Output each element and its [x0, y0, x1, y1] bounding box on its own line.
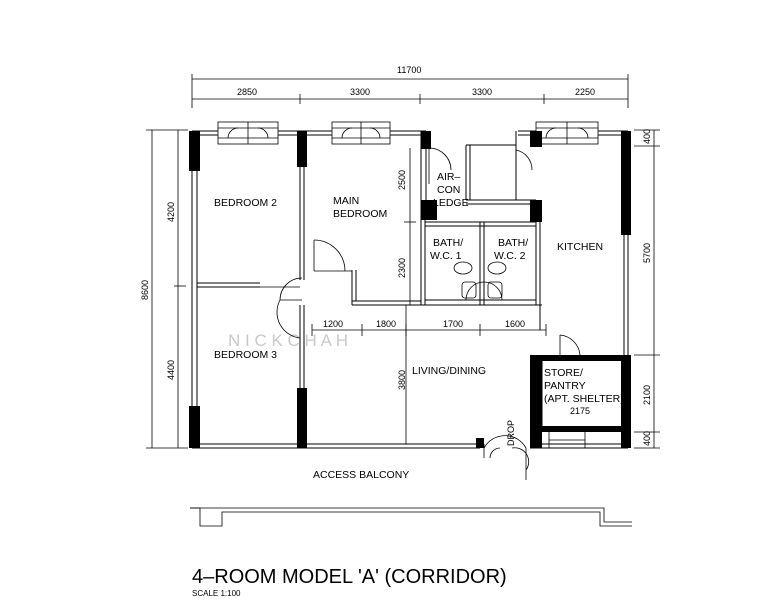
plan-title: 4–ROOM MODEL 'A' (CORRIDOR) [192, 566, 507, 588]
structural-columns [189, 131, 631, 448]
dim-right-4: 400 [642, 431, 652, 446]
label-bedroom-2: BEDROOM 2 [214, 197, 277, 209]
corridor-outline [190, 507, 632, 527]
dim-interior-1: 1200 [323, 319, 343, 329]
label-aircon-3: LEDGE [433, 197, 469, 209]
dim-top-1: 2850 [237, 87, 257, 97]
label-access-balcony: ACCESS BALCONY [313, 469, 409, 481]
label-kitchen: KITCHEN [557, 241, 603, 253]
dim-right-1: 400 [642, 129, 652, 144]
dim-interior-4: 1600 [505, 319, 525, 329]
dim-interior-v3: 3800 [397, 370, 407, 390]
label-bath-2a: BATH/ [498, 237, 528, 249]
label-bath-2b: W.C. 2 [494, 250, 526, 262]
top-windows [217, 121, 599, 145]
label-store-3: (APT. SHELTER) [544, 393, 624, 405]
interior-dimension-line [311, 148, 547, 336]
watermark: N I C K C H A H [228, 331, 348, 350]
dim-overall-width: 11700 [397, 65, 421, 75]
bath-fixtures [453, 261, 507, 299]
dim-interior-2: 1800 [376, 319, 396, 329]
dim-top-2: 3300 [350, 87, 370, 97]
top-dimension-lines [191, 74, 629, 108]
dim-left-overall: 8600 [140, 280, 150, 300]
dim-right-3: 2100 [642, 385, 652, 405]
label-bath-1b: W.C. 1 [430, 250, 462, 262]
dim-left-2: 4400 [166, 360, 176, 380]
left-dimension-lines [146, 129, 188, 449]
right-dimension-lines [634, 129, 660, 449]
dim-left-1: 4200 [166, 202, 176, 222]
dim-interior-3: 1700 [443, 319, 463, 329]
label-store-1: STORE/ [544, 367, 583, 379]
label-main-bedroom-1: MAIN [333, 195, 359, 207]
dim-store-width: 2175 [570, 406, 590, 416]
doors [260, 147, 586, 480]
label-bedroom-3: BEDROOM 3 [214, 349, 277, 361]
dim-top-3: 3300 [472, 87, 492, 97]
dim-interior-v2: 2300 [397, 258, 407, 278]
label-bath-1a: BATH/ [433, 237, 463, 249]
label-main-bedroom-2: BEDROOM [333, 208, 387, 220]
label-aircon-1: AIR– [437, 171, 461, 183]
interior-walls [197, 131, 543, 444]
dim-top-4: 2250 [575, 87, 595, 97]
label-aircon-2: CON [437, 184, 460, 196]
dim-right-2: 5700 [642, 243, 652, 263]
dim-interior-v1: 2500 [397, 170, 407, 190]
label-refuse-chute: DROP [506, 420, 516, 446]
plan-scale: SCALE 1:100 [192, 589, 241, 598]
label-living-dining: LIVING/DINING [412, 365, 486, 377]
label-store-2: PANTRY [544, 380, 586, 392]
